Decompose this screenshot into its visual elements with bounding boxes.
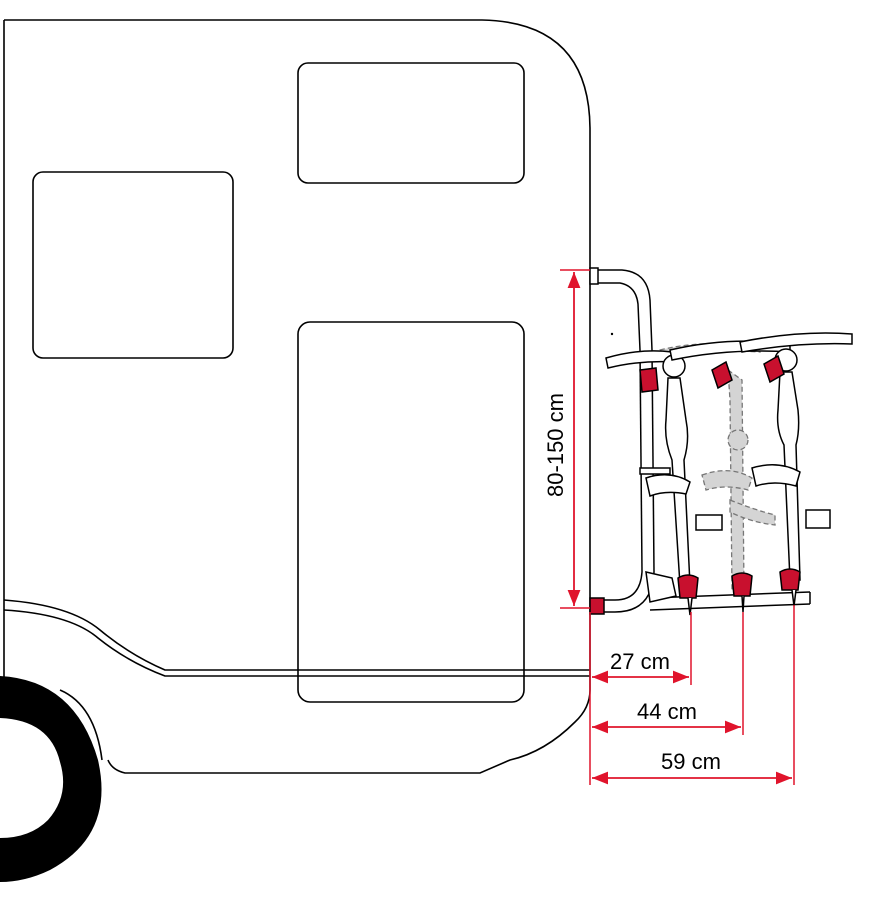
- ghost-chainring: [727, 429, 749, 451]
- bike-right-clamp: [763, 354, 785, 384]
- bike-middle-spike: [741, 595, 745, 613]
- bike-left-seat: [645, 474, 691, 498]
- wheel-tire: [0, 676, 102, 882]
- rack-lower-arm-outer: [598, 571, 643, 601]
- bike-right-wheel-holder: [779, 568, 801, 591]
- bike-left-clamp: [639, 367, 659, 393]
- rack-upper-arm-outer: [598, 269, 653, 351]
- post-strap: [639, 467, 671, 475]
- depth-27-label: 27 cm: [610, 649, 670, 674]
- bike-right-pedal: [805, 509, 831, 529]
- ghost-crank: [729, 499, 776, 526]
- bike-middle-wheel-holder: [731, 572, 753, 597]
- door-panel: [297, 321, 525, 703]
- ghost-saddle: [701, 470, 753, 491]
- support-foot: [645, 571, 677, 603]
- wheel-rail-top: [649, 591, 811, 599]
- wheel: [0, 676, 102, 882]
- bike-left-spike: [687, 597, 693, 616]
- bike-right-seat: [751, 464, 801, 487]
- bike-left: [605, 350, 723, 616]
- rack-lower-arm-inner: [598, 571, 655, 613]
- window-left: [32, 171, 234, 359]
- bike-left-wheel-holder: [677, 574, 699, 599]
- depth-44-label: 44 cm: [637, 699, 697, 724]
- rack-upper-arm-inner: [598, 282, 641, 351]
- camper-body: [3, 19, 591, 774]
- height-label: 80-150 cm: [543, 393, 568, 497]
- rack-mark-dot: [610, 332, 614, 336]
- bike-middle-clamp: [711, 360, 733, 390]
- wheel-arch: [59, 689, 103, 761]
- dimensions: 80-150 cm 27 cm 44 cm 59 cm: [543, 269, 795, 785]
- window-upper-right: [297, 62, 525, 184]
- bike-rack: [589, 267, 811, 615]
- bike-right: [739, 332, 853, 607]
- camper-skirt-line-inner: [3, 609, 590, 677]
- wheel-rail-bottom: [649, 603, 811, 611]
- bike-right-spike: [791, 589, 797, 607]
- camper-skirt-line: [3, 599, 590, 671]
- camper-outline: [3, 19, 591, 774]
- depth-59-label: 59 cm: [661, 749, 721, 774]
- upper-mount-bracket: [589, 267, 599, 285]
- bike-right-handlebar: [739, 332, 853, 353]
- rack-left-post-outer: [639, 349, 643, 573]
- bike-left-pedal: [695, 514, 723, 531]
- lower-mount-bracket: [589, 597, 605, 615]
